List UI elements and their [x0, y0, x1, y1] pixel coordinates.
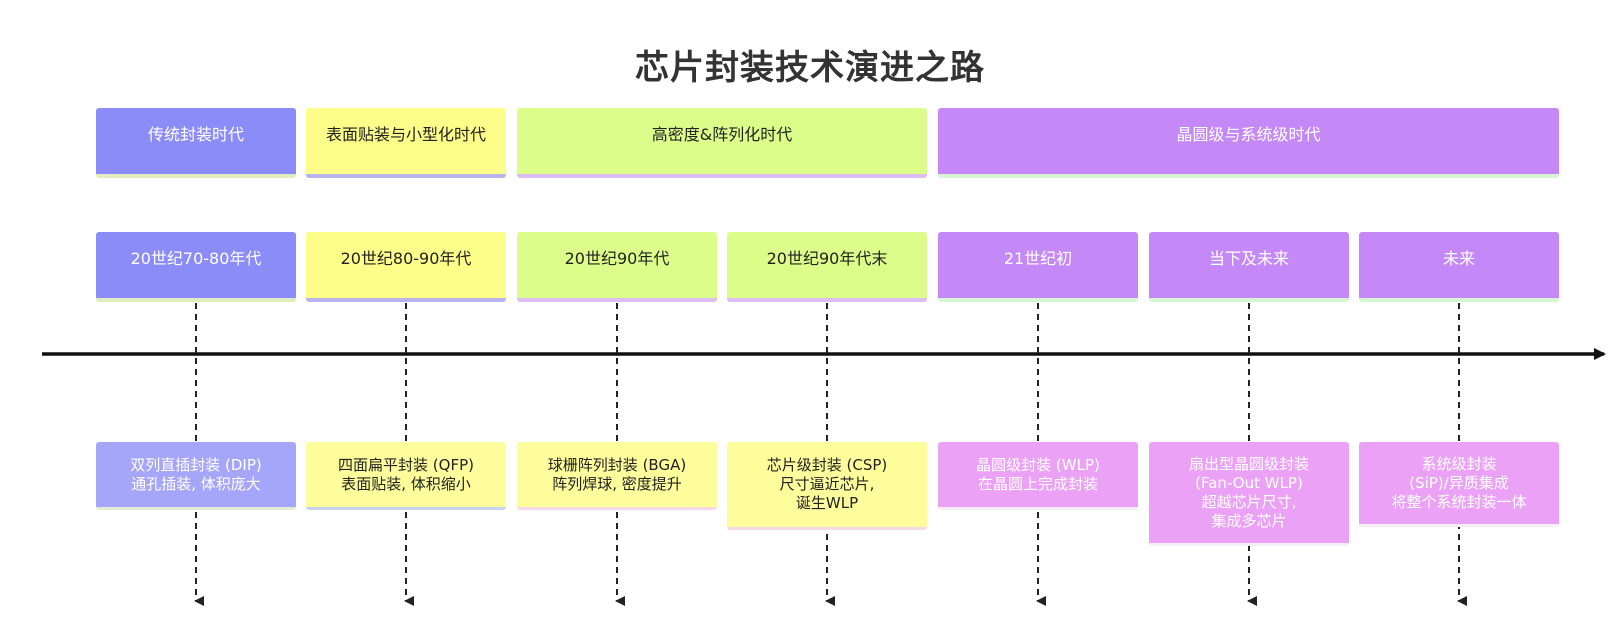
tech-qfp: 四面扁平封装 (QFP) 表面贴装, 体积缩小 — [306, 442, 506, 510]
era-wafer-system: 晶圆级与系统级时代 — [938, 108, 1559, 178]
tech-sip: 系统级封装 (SiP)/异质集成 将整个系统封装一体 — [1359, 442, 1559, 527]
tech-wlp: 晶圆级封装 (WLP) 在晶圆上完成封装 — [938, 442, 1138, 510]
era-traditional: 传统封装时代 — [96, 108, 296, 178]
period-6: 当下及未来 — [1149, 232, 1349, 302]
era-surface-mount: 表面贴装与小型化时代 — [306, 108, 506, 178]
period-2: 20世纪80-90年代 — [306, 232, 506, 302]
period-3: 20世纪90年代 — [517, 232, 717, 302]
tech-csp: 芯片级封装 (CSP) 尺寸逼近芯片, 诞生WLP — [727, 442, 927, 530]
period-1: 20世纪70-80年代 — [96, 232, 296, 302]
period-5: 21世纪初 — [938, 232, 1138, 302]
era-high-density: 高密度&阵列化时代 — [517, 108, 927, 178]
period-4: 20世纪90年代末 — [727, 232, 927, 302]
tech-fanout-wlp: 扇出型晶圆级封装 (Fan-Out WLP) 超越芯片尺寸, 集成多芯片 — [1149, 442, 1349, 546]
page-title: 芯片封装技术演进之路 — [635, 48, 985, 88]
tech-bga: 球栅阵列封装 (BGA) 阵列焊球, 密度提升 — [517, 442, 717, 510]
period-7: 未来 — [1359, 232, 1559, 302]
tech-dip: 双列直插封装 (DIP) 通孔插装, 体积庞大 — [96, 442, 296, 510]
